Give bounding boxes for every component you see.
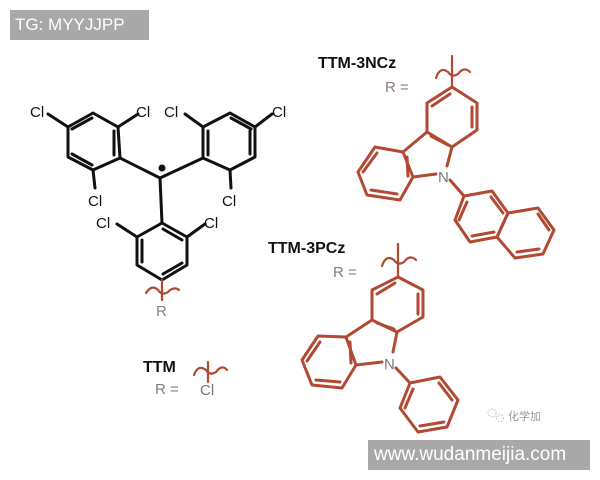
ttm-label: TTM	[143, 359, 176, 376]
atom-label-cl: Cl	[136, 104, 150, 121]
ttm-3ncz-r-equals: R =	[385, 79, 409, 96]
brand-text: 化学加	[508, 409, 541, 423]
atom-label-cl: Cl	[88, 193, 102, 210]
ttm-3pcz-label: TTM-3PCz	[268, 240, 345, 257]
ttm-cl-substituent	[192, 360, 229, 384]
ttm-3ncz-carbazole-structure	[356, 54, 556, 260]
ttm-r-equals: R =	[155, 381, 179, 398]
ttm-3ncz-label: TTM-3NCz	[318, 55, 396, 72]
ttm-core-structure	[46, 111, 274, 302]
ttm-3pcz-carbazole-structure	[300, 242, 460, 434]
atom-label-cl: Cl	[222, 193, 236, 210]
wechat-icon	[487, 408, 497, 418]
atom-label-cl: Cl	[30, 104, 44, 121]
radical-dot-icon	[158, 164, 166, 172]
atom-label-cl: Cl	[272, 104, 286, 121]
atom-label-cl: Cl	[164, 104, 178, 121]
wechat-icon-bubble	[496, 414, 504, 422]
nitrogen-label: N	[384, 356, 395, 373]
atom-label-cl: Cl	[96, 215, 110, 232]
substituent-r-label: R	[156, 303, 167, 320]
atom-label-cl: Cl	[204, 215, 218, 232]
ttm-3pcz-r-equals: R =	[333, 264, 357, 281]
chlorine-substituent-label: Cl	[200, 382, 214, 399]
nitrogen-label: N	[438, 169, 449, 186]
wechat-brand-watermark: 化学加	[487, 408, 541, 423]
url-watermark-badge: www.wudanmeijia.com	[368, 440, 590, 470]
tg-watermark-badge: TG: MYYJJPP	[10, 10, 149, 40]
